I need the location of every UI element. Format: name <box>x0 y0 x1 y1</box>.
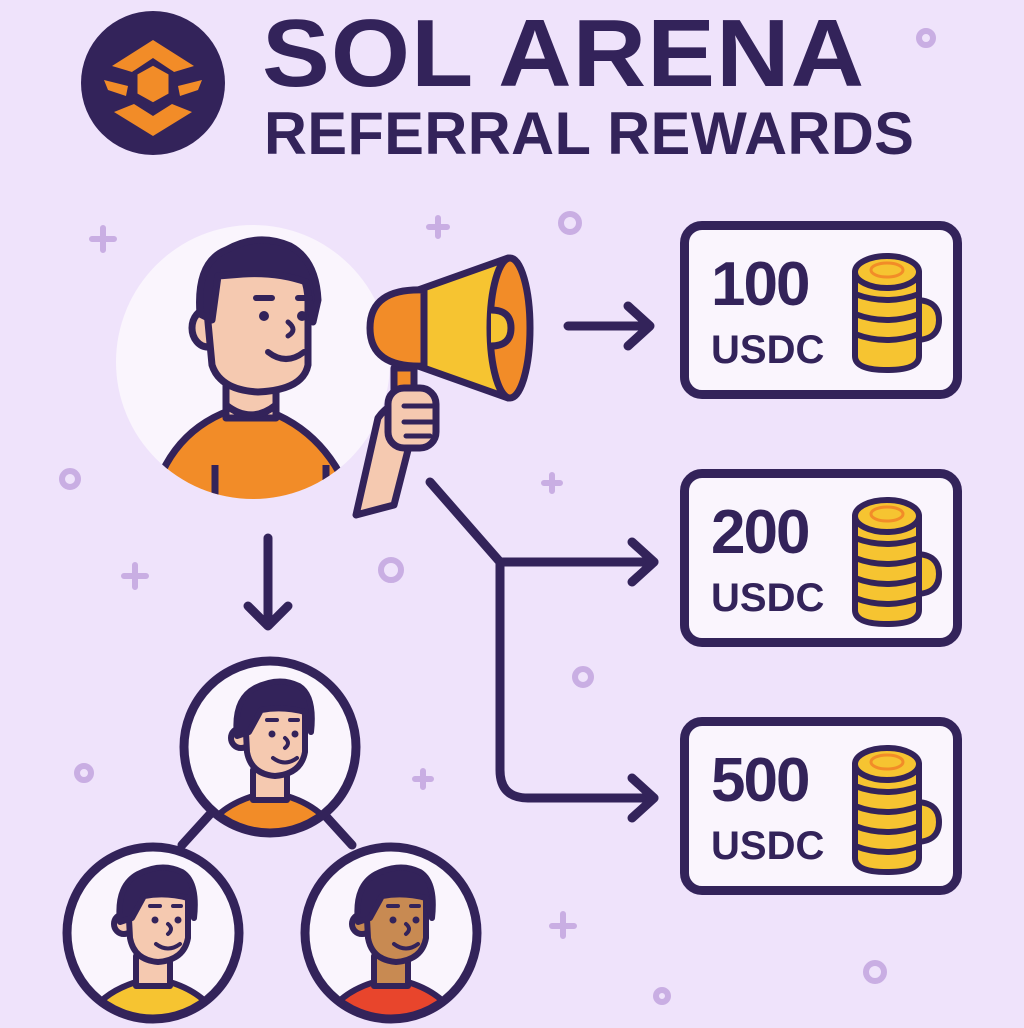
reward-card-100: 100 USDC <box>680 221 962 399</box>
coin-stack-icon <box>852 745 942 875</box>
reward-currency: USDC <box>711 576 825 620</box>
reward-card-200: 200 USDC <box>680 469 962 647</box>
page-title: SOL ARENA <box>262 0 866 107</box>
decor-ring-icon <box>378 557 404 583</box>
referral-avatar-3 <box>300 842 482 1024</box>
reward-amount: 500 <box>711 746 810 815</box>
reward-amount: 200 <box>711 498 810 567</box>
coin-stack-icon <box>852 253 942 373</box>
reward-currency: USDC <box>711 328 825 372</box>
decor-plus-icon <box>426 215 450 239</box>
decor-ring-icon <box>59 468 81 490</box>
decor-ring-icon <box>74 763 94 783</box>
referrer-with-megaphone-illustration <box>116 225 534 519</box>
decor-ring-icon <box>653 987 671 1005</box>
referral-tree-lines <box>177 807 357 850</box>
reward-amount: 100 <box>711 250 810 319</box>
decor-ring-icon <box>916 28 936 48</box>
reward-card-500: 500 USDC <box>680 717 962 895</box>
arrow-down-icon <box>243 533 293 631</box>
decor-plus-icon <box>412 768 434 790</box>
referral-avatar-2 <box>62 842 244 1024</box>
coin-stack-icon <box>852 497 942 627</box>
decor-ring-icon <box>572 666 594 688</box>
page-subtitle: REFERRAL REWARDS <box>264 100 915 167</box>
decor-plus-icon <box>121 562 149 590</box>
decor-plus-icon <box>89 225 117 253</box>
arrow-right-icon <box>563 301 655 351</box>
referral-avatar-1 <box>179 656 361 838</box>
sol-arena-logo-icon <box>81 11 225 155</box>
reward-currency: USDC <box>711 824 825 868</box>
branch-connector-arrows <box>425 477 659 823</box>
decor-plus-icon <box>549 911 577 939</box>
decor-ring-icon <box>558 211 582 235</box>
decor-plus-icon <box>541 472 563 494</box>
decor-ring-icon <box>863 960 887 984</box>
